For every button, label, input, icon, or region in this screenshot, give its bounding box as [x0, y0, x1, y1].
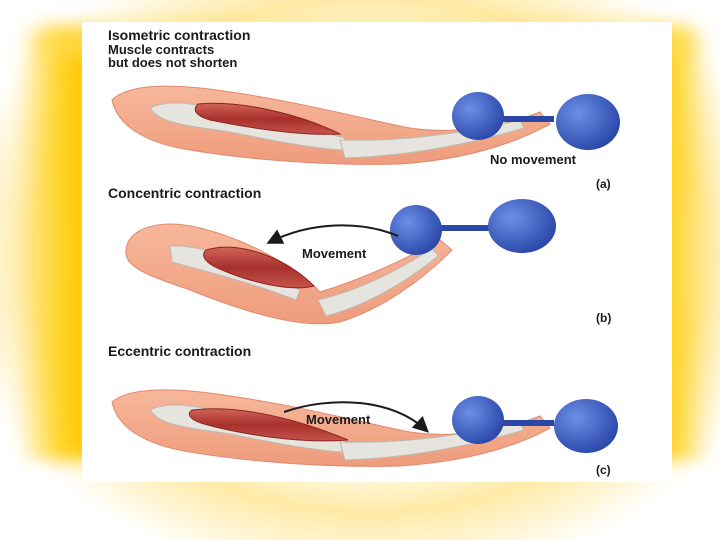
panel-c-movement-label: Movement [306, 412, 371, 427]
movement-arrow-concentric [266, 224, 399, 244]
panel-eccentric: Eccentric contraction Movement (c) [108, 343, 618, 477]
panel-c-title: Eccentric contraction [108, 343, 251, 359]
dumbbell-eccentric [452, 396, 618, 453]
panel-a-tag: (a) [596, 177, 611, 191]
dumbbell-isometric [452, 92, 620, 150]
biceps-concentric [203, 246, 315, 289]
panel-a-title: Isometric contraction [108, 27, 250, 43]
panel-b-movement-label: Movement [302, 246, 367, 261]
biceps-eccentric [188, 408, 349, 442]
panel-b-tag: (b) [596, 311, 611, 325]
panel-a-movement-label: No movement [490, 152, 577, 167]
panel-concentric: Concentric contraction Movement (b) [108, 185, 611, 325]
panel-c-tag: (c) [596, 463, 611, 477]
panel-a-subtitle-1: Muscle contracts [108, 42, 214, 57]
movement-arrow-eccentric [283, 401, 429, 433]
panel-b-title: Concentric contraction [108, 185, 261, 201]
forearm-bones-concentric [317, 247, 439, 317]
panel-a-subtitle-2: but does not shorten [108, 55, 237, 70]
panel-isometric: Isometric contraction Muscle contracts b… [108, 27, 620, 191]
dumbbell-concentric [390, 199, 556, 255]
biceps-isometric [194, 102, 342, 135]
